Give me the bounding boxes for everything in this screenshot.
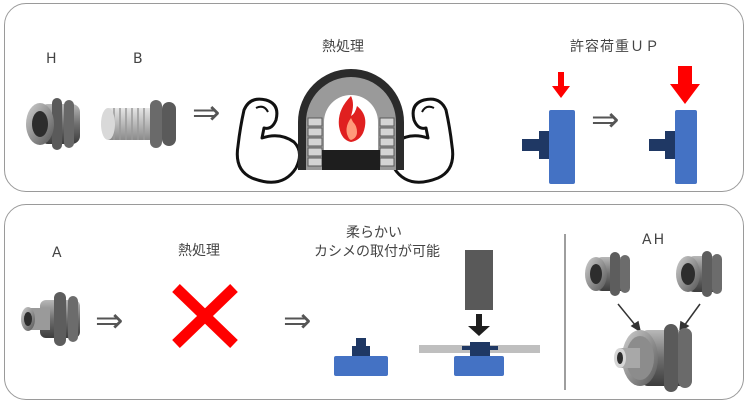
prohibited-x-icon — [172, 284, 238, 348]
implies-arrow-icon: ⇒ — [591, 100, 620, 140]
part-ah-label: AH — [642, 232, 667, 248]
part-h-icon — [26, 98, 80, 150]
implies-arrow-icon: ⇒ — [95, 301, 124, 341]
part-h-small-icon — [676, 251, 722, 297]
load-diagram-before — [522, 72, 575, 184]
caulking-process-icon — [419, 250, 540, 376]
part-a-icon — [21, 292, 80, 346]
soft-label-line1: 柔らかい — [346, 225, 402, 241]
combine-arrows-icon — [617, 303, 701, 333]
large-down-arrow-icon — [670, 66, 700, 104]
furnace-icon — [298, 69, 404, 170]
soft-label-line2: カシメの取付が可能 — [314, 244, 440, 260]
heat-treatment-label: 熱処理 — [322, 39, 364, 55]
heat-treatment-label-bottom: 熱処理 — [178, 243, 220, 259]
part-h-label: H — [46, 51, 57, 67]
part-ah-icon — [614, 324, 692, 392]
part-b-label: B — [133, 51, 143, 67]
implies-arrow-icon: ⇒ — [283, 301, 312, 341]
load-up-label: 許容荷重ＵＰ — [570, 39, 660, 55]
part-b-icon — [101, 100, 176, 148]
part-a-small-icon — [585, 252, 630, 296]
bushing-part-icon — [334, 338, 388, 376]
small-down-arrow-icon — [552, 72, 570, 98]
implies-arrow-icon: ⇒ — [192, 93, 221, 133]
load-diagram-after — [649, 66, 700, 184]
muscle-arm-left-icon — [235, 97, 301, 184]
part-a-label: A — [52, 245, 62, 261]
